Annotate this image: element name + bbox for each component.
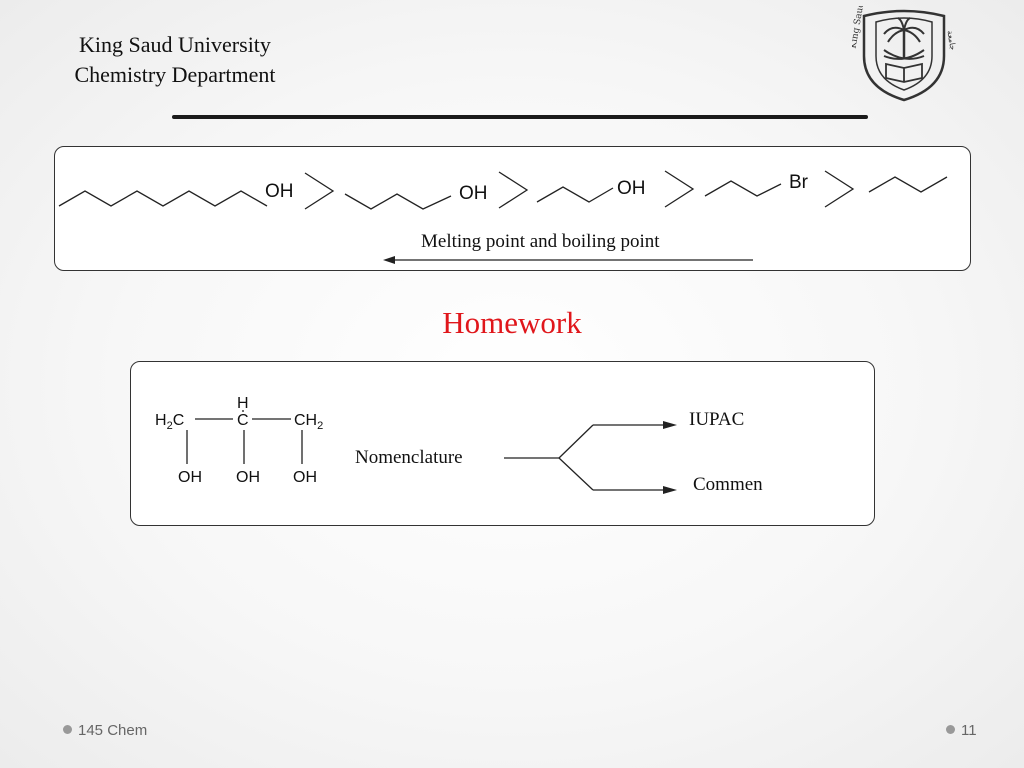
university-seal-icon: King Saud ﺟﺎﻣﻌﺔ [852,6,956,102]
bullet-icon [63,725,72,734]
greater-than-1 [304,172,335,210]
homework-title: Homework [442,305,582,340]
trend-arrow-head [383,256,395,264]
university-name: King Saud University [79,32,271,57]
greater-than-4 [824,170,855,208]
page-number: 11 [961,722,977,739]
branch-upper [558,424,594,459]
butane-chain [868,176,948,193]
header-title-block: King Saud University Chemistry Departmen… [40,30,310,90]
greater-than-2 [498,171,529,209]
group-oh-3: OH [617,178,646,199]
octanol-chain [58,190,268,207]
arrow-head-iupac [663,421,677,429]
footer-page: 11 [946,722,977,739]
branch-lower [558,457,594,491]
group-br: Br [789,172,809,193]
bullet-icon [946,725,955,734]
header-divider [172,115,868,119]
molecule-oh-2: OH [236,469,260,486]
trend-caption: Melting point and boiling point [421,231,660,252]
molecule-right-group: CH2 [294,412,323,432]
greater-than-3 [664,170,695,208]
nomenclature-label: Nomenclature [355,447,463,468]
department-name: Chemistry Department [74,62,276,87]
butanol-chain [344,193,452,210]
iupac-label: IUPAC [689,409,744,430]
molecule-oh-3: OH [293,469,317,486]
footer-course: 145 Chem [63,722,147,739]
molecule-left-group: H2C [155,412,184,432]
molecule-h-top: H [237,395,249,412]
seal-arabic-text: ﺟﺎﻣﻌﺔ [945,30,956,51]
propanol-chain [536,186,614,203]
molecule-center-c: C [237,412,249,429]
homework-panel: H H2C C CH2 OH OH OH Nomenclature IUPA [130,361,875,526]
molecule-oh-1: OH [178,469,202,486]
comparison-panel: OH OH OH Br Melting point and boiling po… [54,146,971,271]
group-oh-1: OH [265,181,294,202]
footer-course-label: 145 Chem [78,722,148,739]
group-oh-2: OH [459,183,488,204]
arrow-head-common [663,486,677,494]
bromopropane-chain [704,180,782,197]
common-label: Commen [693,474,763,495]
